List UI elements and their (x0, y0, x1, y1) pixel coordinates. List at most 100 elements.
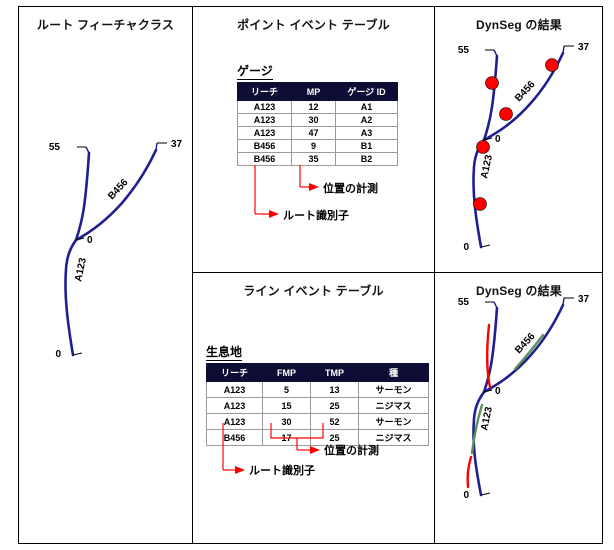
point-event-table-block: ゲージ リーチ MP ゲージ ID A123 12 A1 (237, 62, 398, 166)
panel-title-dynseg-line: DynSeg の結果 (475, 284, 562, 298)
leader-0-end (480, 492, 491, 496)
event-point-gauge-a3 (485, 76, 499, 90)
point-event-table: リーチ MP ゲージ ID A123 12 A1 A123 30 A2 (237, 82, 398, 166)
line-table-caption: 生息地 (206, 345, 243, 361)
cell-gauge-id: B1 (335, 139, 398, 153)
cell-gauge-id: A3 (335, 126, 398, 140)
cell-reach: A123 (206, 397, 263, 414)
arrowhead-measure-location (310, 446, 320, 454)
route-line-b456 (482, 303, 565, 394)
cell-mp: 35 (291, 152, 336, 166)
divider-vertical-left (192, 6, 193, 544)
table-row: B456 17 25 ニジマス (206, 429, 429, 446)
event-point-gauge-a2 (476, 140, 490, 154)
cell-species: ニジマス (358, 429, 429, 446)
table-row: B456 35 B2 (237, 152, 398, 166)
panel-title-dynseg-point: DynSeg の結果 (475, 18, 562, 32)
cell-fmp: 30 (262, 413, 311, 430)
route-line-a123-upper (74, 151, 91, 242)
map-label-route-a123: A123 (479, 154, 495, 180)
panel-dynseg-point-result: DynSeg の結果 55 37 0 0 A123 B456 (435, 7, 603, 272)
cell-gauge-id: A2 (335, 113, 398, 127)
event-line-salmon-upper (486, 323, 492, 389)
event-line-rainbow-trout-b456 (513, 333, 545, 371)
column-header-fmp: FMP (262, 363, 311, 382)
arrowhead-route-identifier (235, 466, 245, 474)
cell-mp: 47 (291, 126, 336, 140)
annotation-route-identifier: ルート識別子 (249, 465, 315, 477)
column-header-mp: MP (291, 82, 336, 101)
leader-55 (493, 301, 498, 309)
cell-gauge-id: A1 (335, 100, 398, 114)
table-row: A123 47 A3 (237, 126, 398, 140)
cell-mp: 9 (291, 139, 336, 153)
cell-reach: A123 (206, 381, 263, 398)
map-label-37: 37 (171, 139, 183, 150)
map-label-0-end: 0 (463, 490, 469, 501)
figure-frame (18, 6, 603, 544)
cell-fmp: 17 (262, 429, 311, 446)
map-label-37: 37 (578, 42, 590, 53)
leader-0-end (480, 244, 491, 248)
panel-point-event-table: ポイント イベント テーブル ゲージ リーチ MP ゲージ ID A123 12… (193, 7, 434, 272)
divider-vertical-right (434, 6, 435, 544)
cell-reach: A123 (206, 413, 263, 430)
event-point-gauge-b1 (499, 107, 513, 121)
route-line-a123-upper (482, 54, 499, 142)
map-label-55: 55 (49, 142, 61, 153)
route-line-b456 (74, 148, 158, 242)
map-label-0-end: 0 (463, 242, 469, 253)
cell-tmp: 25 (310, 397, 359, 414)
dynseg-point-map: 55 37 0 0 A123 B456 (458, 42, 590, 253)
cell-mp: 12 (291, 100, 336, 114)
arrowhead-measure-location (309, 183, 319, 191)
event-point-gauge-a1 (473, 197, 487, 211)
column-header-species: 種 (358, 363, 429, 382)
leader-55 (85, 146, 90, 154)
route-line-a123-lower (472, 138, 486, 249)
cell-reach: B456 (237, 152, 292, 166)
panel-title-line-event-table: ライン イベント テーブル (243, 284, 384, 298)
panel-dynseg-line-result: DynSeg の結果 55 37 0 0 A123 B4 (435, 273, 603, 543)
event-line-salmon-lower (466, 455, 473, 489)
table-row: B456 9 B1 (237, 139, 398, 153)
route-line-a123-upper (482, 306, 499, 394)
leader-0-end (72, 352, 83, 356)
cell-reach: B456 (237, 139, 292, 153)
map-label-0-junction: 0 (495, 134, 501, 145)
cell-fmp: 15 (262, 397, 311, 414)
annotation-route-identifier: ルート識別子 (283, 210, 349, 222)
line-table-body: A123 5 13 サーモン A123 15 25 ニジマス A123 30 (206, 381, 429, 446)
leader-0-junction (483, 137, 493, 141)
map-label-0-junction: 0 (495, 386, 501, 397)
panel-title-point-event-table: ポイント イベント テーブル (237, 18, 390, 32)
annotation-measure-location: 位置の計測 (323, 183, 378, 195)
dynseg-line-map: 55 37 0 0 A123 B456 (458, 294, 590, 501)
leader-55 (493, 49, 498, 57)
point-table-caption: ゲージ (237, 64, 273, 80)
cell-reach: B456 (206, 429, 263, 446)
column-header-reach: リーチ (237, 82, 292, 101)
map-label-0-junction: 0 (87, 235, 93, 246)
column-header-gauge-id: ゲージ ID (335, 82, 398, 101)
cell-tmp: 52 (310, 413, 359, 430)
column-header-tmp: TMP (310, 363, 359, 382)
point-table-body: A123 12 A1 A123 30 A2 A123 47 A3 (237, 100, 398, 166)
route-feature-class-map: 55 37 0 0 A123 B456 (49, 139, 183, 360)
leader-37 (562, 45, 565, 54)
table-header-row: リーチ FMP TMP 種 (206, 363, 429, 382)
line-event-table: リーチ FMP TMP 種 A123 5 13 サーモン A123 (206, 363, 429, 446)
cell-species: サーモン (358, 413, 429, 430)
cell-tmp: 13 (310, 381, 359, 398)
table-row: A123 15 25 ニジマス (206, 397, 429, 414)
table-row: A123 30 52 サーモン (206, 413, 429, 430)
divider-horizontal (192, 272, 603, 273)
cell-gauge-id: B2 (335, 152, 398, 166)
table-row: A123 5 13 サーモン (206, 381, 429, 398)
map-label-route-a123: A123 (73, 257, 89, 283)
panel-line-event-table: ライン イベント テーブル 生息地 リーチ FMP TMP 種 A123 5 (193, 273, 434, 543)
panel-title-route-feature-class: ルート フィーチャクラス (36, 18, 175, 32)
leader-37 (562, 297, 565, 306)
table-row: A123 30 A2 (237, 113, 398, 127)
column-header-reach: リーチ (206, 363, 263, 382)
